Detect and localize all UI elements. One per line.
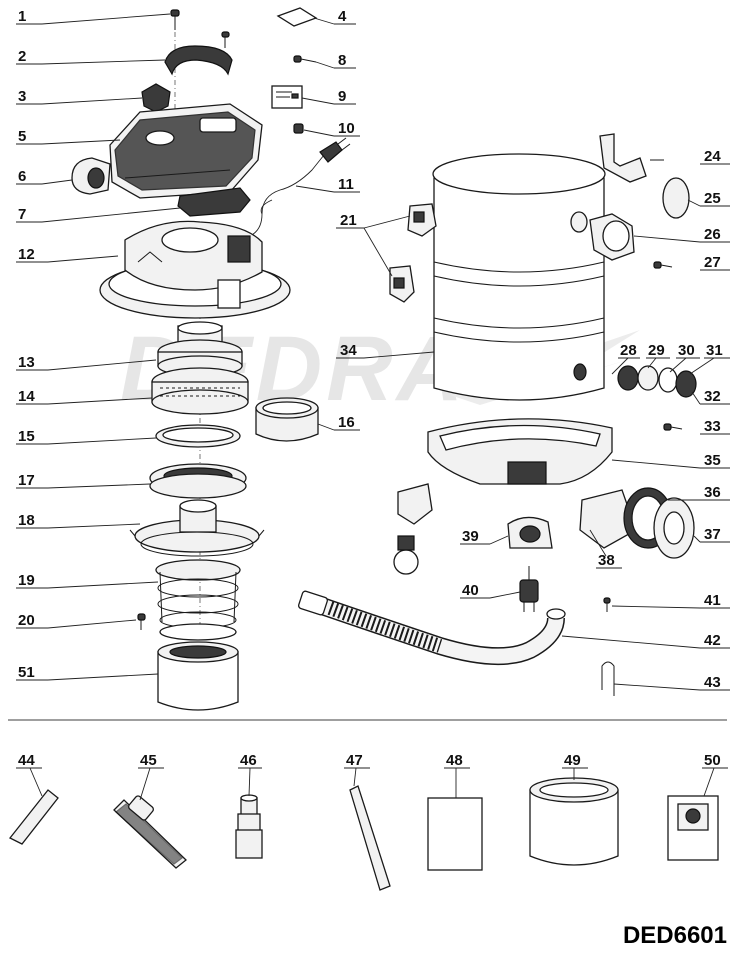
callout-13: 13: [18, 354, 35, 371]
part-inlet-cover: [662, 177, 690, 219]
part-tank: [432, 153, 606, 401]
callout-labels: 1 2 3 4 5 6 7 8 9 10 11 12 13 14 15 16 1…: [18, 8, 723, 769]
callout-34: 34: [340, 342, 357, 359]
callout-8: 8: [338, 52, 346, 69]
callout-37: 37: [704, 526, 721, 543]
leader-lines: [16, 13, 730, 801]
callout-21: 21: [340, 212, 357, 229]
part-side-latch: [389, 203, 437, 303]
callout-26: 26: [704, 226, 721, 243]
callout-16: 16: [338, 414, 355, 431]
callout-6: 6: [18, 168, 26, 185]
model-code: DED6601: [623, 922, 727, 949]
part-caster-wheel: [393, 483, 433, 575]
callout-45: 45: [140, 752, 157, 769]
callout-31: 31: [706, 342, 723, 359]
callout-47: 47: [346, 752, 363, 769]
callout-2: 2: [18, 48, 26, 65]
callout-7: 7: [18, 206, 26, 223]
part-hose-inlet: [589, 213, 635, 261]
part-filter-sheet-48: [427, 797, 483, 871]
part-label-plate: [271, 85, 303, 109]
callout-43: 43: [704, 674, 721, 691]
callout-12: 12: [18, 246, 35, 263]
part-switch-plug: [519, 566, 539, 612]
callout-38: 38: [598, 552, 615, 569]
callout-9: 9: [338, 88, 346, 105]
part-side-socket: [71, 157, 111, 195]
part-screw-20: [137, 613, 146, 630]
part-suction-hose: [297, 590, 566, 666]
callout-48: 48: [446, 752, 463, 769]
part-motor-cover: [109, 103, 263, 199]
part-motor-housing: [99, 220, 291, 319]
part-power-cord: [241, 137, 351, 241]
part-dust-bag: [667, 795, 719, 861]
part-filter-sheet: [276, 7, 318, 27]
callout-19: 19: [18, 572, 35, 589]
callout-33: 33: [704, 418, 721, 435]
callout-4: 4: [338, 8, 347, 25]
part-knob: [141, 83, 171, 113]
callout-49: 49: [564, 752, 581, 769]
callout-18: 18: [18, 512, 35, 529]
part-filter-cage: [155, 559, 241, 641]
part-wheel-assembly: [579, 487, 695, 559]
part-floor-nozzle: [113, 795, 187, 869]
part-drain-assembly: [617, 365, 697, 398]
part-crevice-nozzle: [8, 789, 59, 845]
callout-36: 36: [704, 484, 721, 501]
part-foot: [507, 516, 553, 549]
callout-29: 29: [648, 342, 665, 359]
callout-20: 20: [18, 612, 35, 629]
part-extension-tube: [349, 785, 391, 891]
callout-28: 28: [620, 342, 637, 359]
part-hook: [601, 661, 615, 696]
part-screw-small: [221, 31, 230, 48]
part-gasket: [155, 424, 241, 448]
part-float-ring: [151, 367, 249, 415]
part-hose-adapter: [235, 794, 263, 859]
callout-11: 11: [338, 176, 354, 193]
callout-17: 17: [18, 472, 35, 489]
callout-24: 24: [704, 148, 721, 165]
callout-10: 10: [338, 120, 355, 137]
callout-41: 41: [704, 592, 721, 609]
part-filter-cage-top: [157, 321, 243, 377]
callout-50: 50: [704, 752, 721, 769]
part-screw-27: [653, 261, 673, 269]
part-screw-33: [663, 423, 683, 431]
callout-42: 42: [704, 632, 721, 649]
callout-51: 51: [18, 664, 35, 681]
callout-35: 35: [704, 452, 721, 469]
callout-27: 27: [704, 254, 721, 271]
callout-40: 40: [462, 582, 479, 599]
part-latch-top: [599, 133, 664, 183]
callout-5: 5: [18, 128, 26, 145]
callout-46: 46: [240, 752, 257, 769]
part-switch: [293, 123, 304, 134]
callout-3: 3: [18, 88, 26, 105]
callout-25: 25: [704, 190, 721, 207]
part-filter-plate: [129, 499, 265, 557]
callout-14: 14: [18, 388, 35, 405]
callout-39: 39: [462, 528, 479, 545]
part-cartridge-49: [529, 777, 619, 866]
callout-15: 15: [18, 428, 35, 445]
part-sealing-tape: [255, 397, 319, 442]
part-screw-8: [293, 55, 317, 63]
part-filter-holder: [149, 463, 247, 499]
callout-44: 44: [18, 752, 35, 769]
part-base-trolley: [427, 418, 613, 485]
callout-30: 30: [678, 342, 695, 359]
callout-32: 32: [704, 388, 721, 405]
callout-1: 1: [18, 8, 26, 25]
part-handle: [164, 45, 233, 76]
part-screw-1: [170, 9, 180, 30]
part-screw-41: [603, 597, 611, 612]
part-cartridge-filter: [157, 641, 239, 711]
part-motor-plate: [177, 187, 251, 217]
